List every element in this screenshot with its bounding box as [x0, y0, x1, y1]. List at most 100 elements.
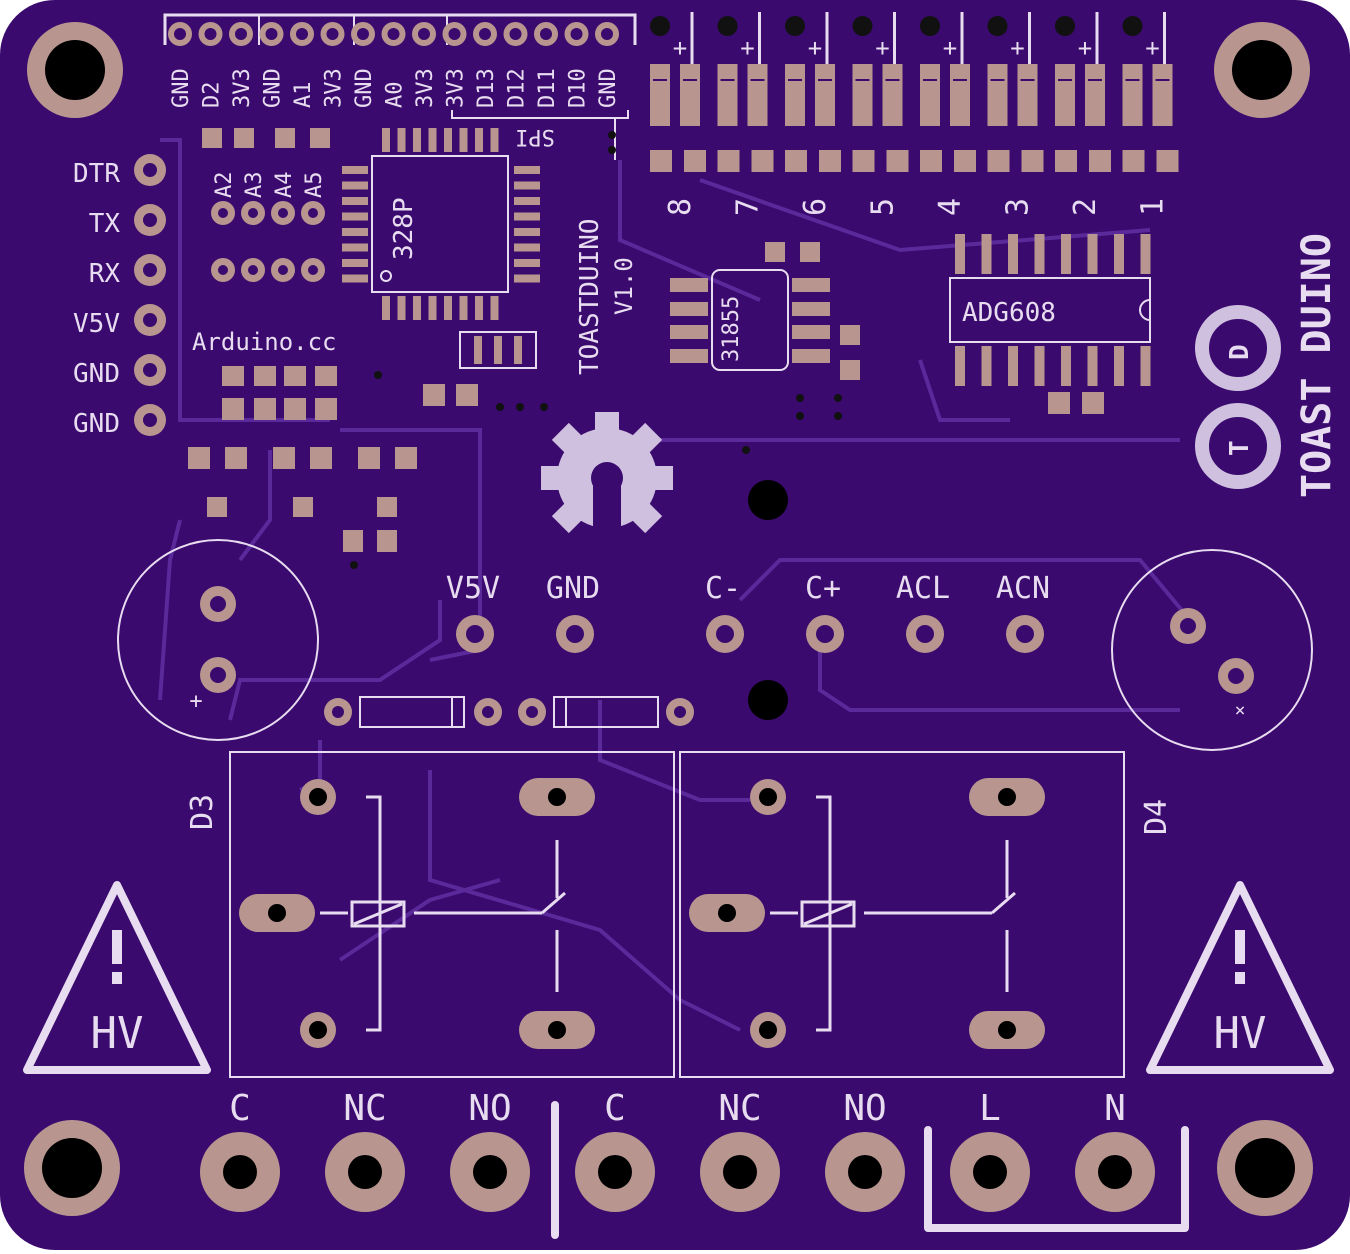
power-pin-label: ACN — [996, 571, 1050, 606]
header-pin-label: GND — [261, 68, 286, 108]
servo-pad — [785, 64, 805, 126]
servo-plus-label: + — [1010, 34, 1024, 62]
servo-smd-pad — [650, 150, 672, 172]
servo-channel-label: 4 — [933, 198, 968, 216]
vias — [350, 131, 842, 569]
mux-label: ADG608 — [962, 298, 1056, 328]
tc-label: 31855 — [719, 296, 744, 362]
copper-traces — [158, 138, 1192, 1032]
serial-pin-label: RX — [89, 259, 121, 289]
terminal-label: C — [604, 1088, 626, 1129]
power-pin-label: C- — [705, 571, 741, 606]
servo-pad — [747, 64, 768, 126]
hv-warning-left: HV — [23, 881, 211, 1074]
terminal-label: NC — [343, 1088, 386, 1129]
servo-plus-label: + — [875, 34, 889, 62]
servo-channel-label: 2 — [1068, 198, 1103, 216]
serial-pin-label: TX — [89, 209, 121, 239]
buzzer-right: × — [1111, 549, 1313, 751]
header-pin-label: A1 — [291, 82, 316, 109]
header-pin-label: D13 — [474, 68, 499, 108]
terminal-label: L — [979, 1088, 1001, 1129]
servo-plus-label: + — [943, 34, 957, 62]
servo-pin-hole — [1055, 16, 1075, 36]
logo-d: D — [1225, 344, 1255, 360]
servo-pin-hole — [1122, 16, 1143, 36]
brand-label: TOAST DUINO — [1294, 233, 1340, 498]
buzzer-x: × — [1235, 700, 1246, 721]
terminal-label: NC — [718, 1088, 761, 1129]
servo-pad — [1055, 64, 1075, 126]
servo-smd-pad — [751, 150, 774, 172]
analog-pin-label: A3 — [242, 172, 267, 199]
analog-pin-label: A2 — [212, 172, 237, 199]
header-pin-label: D12 — [505, 68, 530, 108]
servo-pad — [987, 64, 1008, 126]
relay-right — [679, 751, 1125, 1078]
header-pin-label: A0 — [383, 82, 408, 109]
servo-pad — [882, 64, 903, 126]
servo-pad — [1085, 64, 1105, 126]
servo-smd-pad — [1122, 150, 1145, 172]
via-hole-lower — [748, 680, 788, 720]
power-pin-label: C+ — [805, 571, 841, 606]
servo-smd-pad — [954, 150, 976, 172]
relay-left — [229, 751, 675, 1078]
servo-smd-pad — [785, 150, 807, 172]
servo-smd-pad — [920, 150, 942, 172]
servo-smd-pad — [1021, 150, 1044, 172]
mux-chip: ADG608 — [949, 234, 1151, 414]
servo-headers: +8+7+6+5+4+3+2+1 — [650, 12, 1179, 216]
servo-pin-hole — [987, 16, 1008, 36]
mounting-holes — [24, 22, 1313, 1216]
buzzer-plus: + — [189, 689, 202, 714]
relay-left-label: D3 — [185, 794, 220, 830]
analog-pin-label: A4 — [272, 172, 297, 199]
servo-pad — [717, 64, 738, 126]
header-pin-label: D10 — [566, 68, 591, 108]
header-pin-label: GND — [352, 68, 377, 108]
servo-channel-label: 7 — [731, 198, 766, 216]
terminal-label: NO — [843, 1088, 886, 1129]
serial-pin-label: GND — [73, 409, 120, 439]
servo-channel-label: 8 — [663, 198, 698, 216]
hv-label-right: HV — [1214, 1008, 1267, 1059]
servo-pad — [1017, 64, 1038, 126]
smd-pads-left — [188, 128, 537, 552]
servo-smd-pad — [987, 150, 1010, 172]
servo-smd-pad — [1055, 150, 1077, 172]
servo-pin-hole — [852, 16, 873, 36]
terminal-label: N — [1104, 1088, 1126, 1129]
servo-pad — [815, 64, 835, 126]
servo-plus-label: + — [1145, 34, 1159, 62]
header-pin-label: GND — [596, 68, 621, 108]
serial-pin-label: DTR — [73, 159, 120, 189]
tc-chip: 31855 — [670, 242, 860, 380]
header-pin-label: 3V3 — [413, 68, 438, 108]
header-pin-label: 3V3 — [444, 68, 469, 108]
relay-right-label: D4 — [1139, 799, 1174, 835]
power-pin-label: V5V — [446, 571, 500, 606]
header-pin-label: 3V3 — [322, 68, 347, 108]
mcu-label: 328P — [389, 197, 419, 260]
hv-warning-right: HV — [1146, 881, 1334, 1074]
power-pin-label: ACL — [896, 571, 950, 606]
terminal-label: C — [229, 1088, 251, 1129]
servo-smd-pad — [1156, 150, 1179, 172]
mcu-chip: 328P — [342, 128, 540, 320]
servo-pad — [1152, 64, 1173, 126]
terminal-label: NO — [468, 1088, 511, 1129]
servo-pad — [852, 64, 873, 126]
header-pin-label: GND — [169, 68, 194, 108]
servo-smd-pad — [852, 150, 875, 172]
servo-smd-pad — [819, 150, 841, 172]
board-name: TOASTDUINO — [575, 218, 605, 375]
servo-pin-hole — [717, 16, 738, 36]
header-pin-label: D11 — [535, 68, 560, 108]
serial-pin-label: V5V — [73, 309, 120, 339]
arduino-logo: D T TOAST DUINO — [1195, 233, 1340, 498]
